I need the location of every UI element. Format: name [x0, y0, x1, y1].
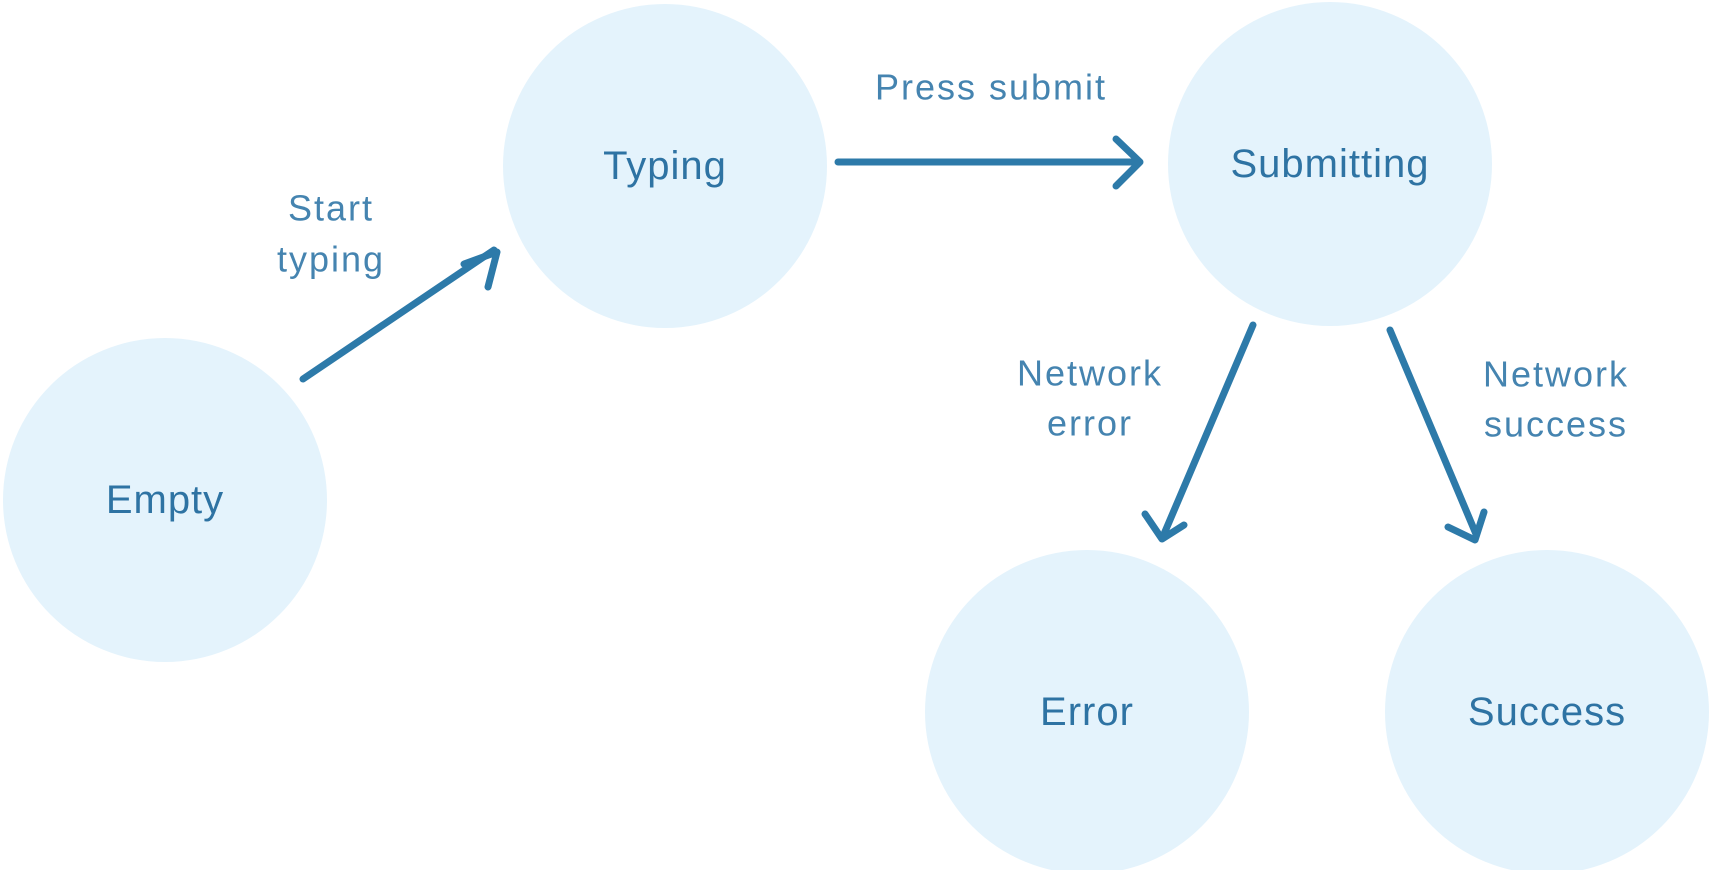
node-success-label: Success — [1468, 690, 1626, 734]
node-error-circle — [925, 550, 1249, 870]
node-empty-circle — [3, 338, 327, 662]
edge-label-press-submit: Press submit — [875, 67, 1107, 108]
node-empty: Empty — [3, 338, 327, 662]
arrow-submitting-to-error — [1160, 321, 1257, 538]
edge-label-network-success-line1: Network — [1483, 354, 1629, 395]
edge-label-start-typing-line1: Start — [288, 188, 374, 229]
edge-submitting-to-success: Network success — [1386, 326, 1629, 544]
arrow-empty-to-typing — [299, 246, 498, 383]
edge-empty-to-typing: Start typing — [277, 188, 501, 383]
edge-label-network-error-line2: error — [1047, 403, 1133, 444]
node-success: Success — [1385, 550, 1709, 870]
arrowhead-icon — [1112, 135, 1144, 190]
edge-label-network-success-line2: success — [1484, 404, 1628, 445]
edge-submitting-to-error: Network error — [1017, 321, 1257, 543]
arrowhead-icon — [1444, 508, 1488, 544]
node-submitting-label: Submitting — [1231, 142, 1430, 186]
node-submitting-circle — [1168, 2, 1492, 326]
arrow-submitting-to-success — [1386, 326, 1480, 538]
node-typing: Typing — [503, 4, 827, 328]
edge-typing-to-submitting: Press submit — [834, 67, 1144, 190]
node-error-label: Error — [1040, 690, 1134, 734]
edge-label-start-typing-line2: typing — [277, 239, 385, 280]
arrowhead-icon — [460, 248, 501, 291]
node-submitting: Submitting — [1168, 2, 1492, 326]
node-typing-circle — [503, 4, 827, 328]
node-success-circle — [1385, 550, 1709, 870]
node-empty-label: Empty — [106, 478, 224, 522]
edge-label-network-error-line1: Network — [1017, 353, 1163, 394]
node-typing-label: Typing — [603, 144, 727, 188]
arrowhead-icon — [1141, 510, 1188, 543]
node-error: Error — [925, 550, 1249, 870]
